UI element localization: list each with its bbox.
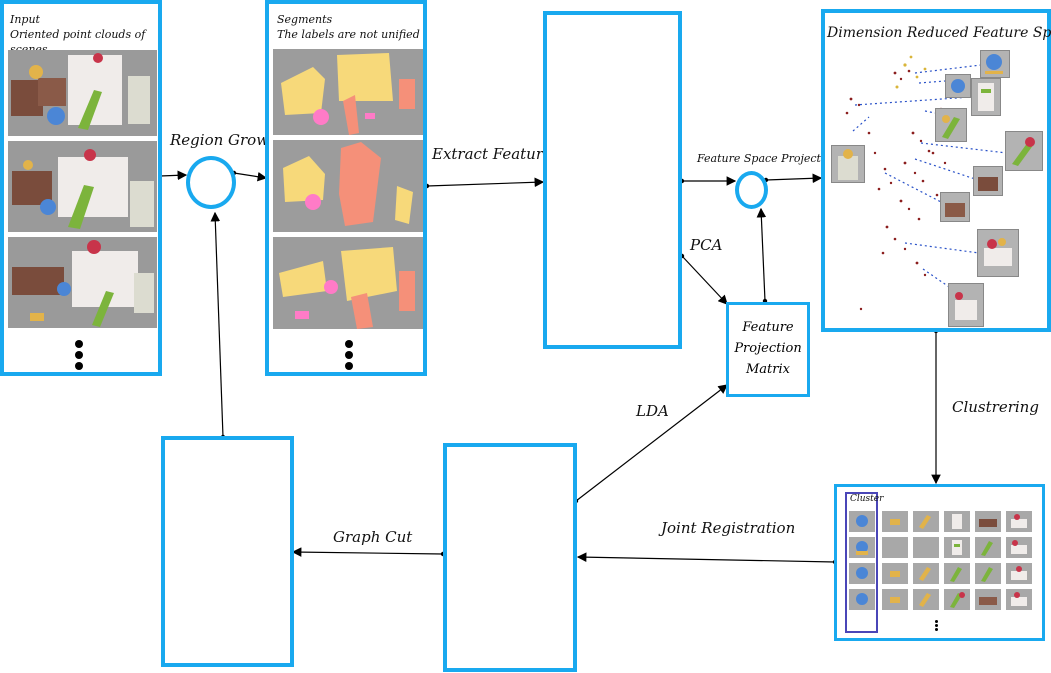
cluster-cell — [975, 563, 1001, 584]
dim-thumb-shelf-2 — [940, 192, 970, 222]
dim-thumb-slide-2 — [1005, 131, 1043, 171]
cluster-cell — [882, 511, 908, 532]
input-scene-image-2 — [8, 141, 157, 232]
cluster-cell — [944, 563, 970, 584]
input-panel: Input Oriented point clouds of scenes — [0, 0, 162, 376]
extract-features-label: Extract Features — [432, 145, 560, 163]
matrix-line3: Matrix — [746, 362, 790, 377]
segments-title-line1: Segments — [277, 13, 333, 26]
segments-image-2 — [273, 140, 423, 232]
cluster-cell — [913, 537, 939, 558]
dimension-panel-title: Dimension Reduced Feature Space — [827, 25, 1051, 41]
cluster-cell — [913, 589, 939, 610]
segments-title-line2: The labels are not unified — [277, 28, 420, 41]
features-box — [543, 11, 682, 349]
cluster-cell — [1006, 511, 1032, 532]
cluster-cell — [975, 589, 1001, 610]
dim-thumb-cabinet — [971, 78, 1001, 116]
input-scene-image-1 — [8, 50, 157, 136]
cluster-cell — [913, 511, 939, 532]
dim-thumb-table-2 — [948, 283, 984, 327]
segments-panel-title: Segments The labels are not unified — [277, 12, 420, 42]
segments-panel: Segments The labels are not unified — [265, 0, 427, 376]
graph-cut-label: Graph Cut — [333, 528, 413, 546]
feature-space-projection-node — [735, 171, 768, 209]
pca-label: PCA — [690, 236, 723, 254]
input-more-ellipsis — [75, 340, 83, 373]
cluster-more-ellipsis — [935, 620, 938, 631]
input-scene-image-3 — [8, 237, 157, 328]
cluster-cell — [1006, 537, 1032, 558]
cluster-cell — [882, 537, 908, 558]
cluster-panel: Cluster — [834, 484, 1045, 641]
cluster-cell — [1006, 563, 1032, 584]
clustering-label: Clustrering — [952, 398, 1039, 416]
region-grow-label: Region Grow — [170, 131, 270, 149]
cluster-cell — [944, 511, 970, 532]
feature-projection-matrix-box: Feature Projection Matrix — [726, 302, 810, 397]
cluster-cell — [1006, 589, 1032, 610]
dim-thumb-ball-2 — [945, 74, 971, 98]
graph-cut-result-box — [161, 436, 294, 667]
feature-space-projection-label: Feature Space Projection — [697, 152, 839, 165]
dimension-reduced-feature-space-panel: Dimension Reduced Feature Space — [821, 9, 1051, 332]
registration-box — [443, 443, 577, 672]
cluster-cell — [882, 563, 908, 584]
cluster-cell — [975, 511, 1001, 532]
cluster-cell — [913, 563, 939, 584]
matrix-line2: Projection — [734, 341, 802, 356]
dim-thumb-table-1 — [977, 229, 1019, 277]
dim-thumb-toy-1 — [831, 145, 865, 183]
input-title-line1: Input — [10, 13, 40, 26]
dim-thumb-ball-1 — [980, 50, 1010, 78]
segments-more-ellipsis — [345, 340, 353, 373]
dim-thumb-shelf-1 — [973, 166, 1003, 196]
cluster-cell — [882, 589, 908, 610]
cluster-column — [845, 492, 878, 633]
matrix-line1: Feature — [742, 320, 794, 335]
cluster-cell — [944, 537, 970, 558]
lda-label: LDA — [636, 402, 669, 420]
cluster-cell — [849, 537, 875, 558]
cluster-cell — [975, 537, 1001, 558]
cluster-cell — [944, 589, 970, 610]
region-grow-node — [186, 156, 236, 209]
segments-image-3 — [273, 237, 423, 329]
cluster-cell — [849, 589, 875, 610]
cluster-title: Cluster — [850, 494, 884, 504]
dim-thumb-slide-1 — [935, 108, 967, 142]
joint-registration-label: Joint Registration — [661, 519, 796, 537]
cluster-cell — [849, 511, 875, 532]
feature-scatter — [845, 55, 1008, 311]
cluster-cell — [849, 563, 875, 584]
segments-image-1 — [273, 49, 423, 135]
